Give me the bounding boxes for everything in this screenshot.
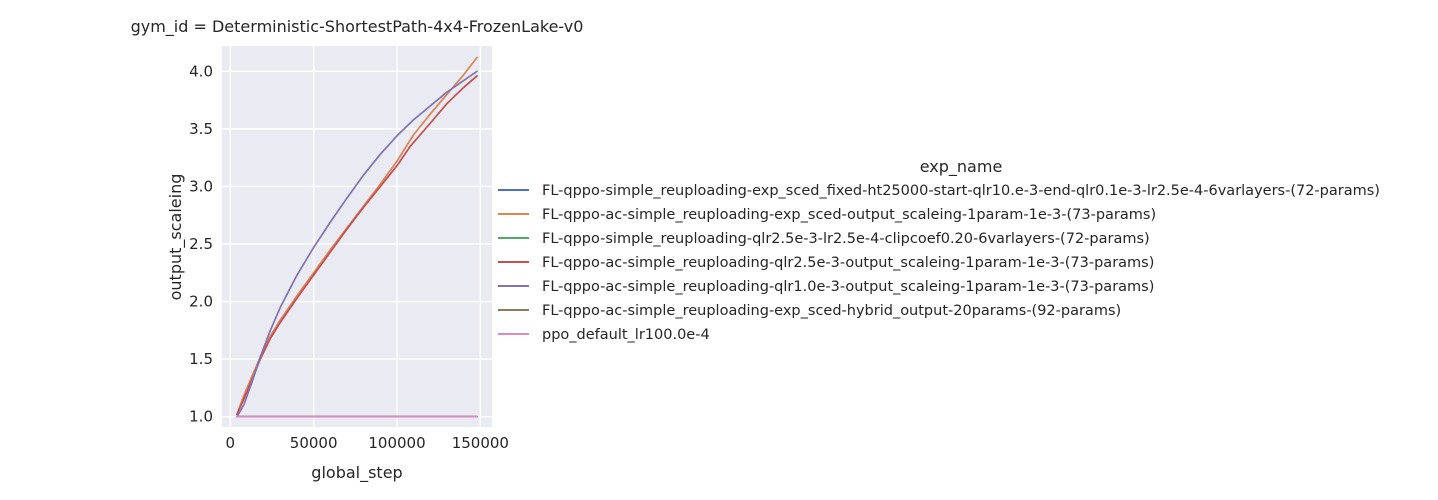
x-tick-label: 150000: [452, 434, 509, 452]
y-tick-label: 1.0: [189, 408, 213, 426]
y-tick-label: 3.5: [189, 120, 213, 138]
x-tick-label: 100000: [368, 434, 425, 452]
legend-item-label: ppo_default_lr100.0e-4: [542, 327, 710, 343]
plot-background: [222, 46, 492, 427]
chart-title: gym_id = Deterministic-ShortestPath-4x4-…: [131, 17, 584, 37]
legend-title: exp_name: [920, 157, 1003, 177]
legend-item-label: FL-qppo-ac-simple_reuploading-exp_sced-o…: [542, 207, 1156, 223]
x-tick-label: 0: [226, 434, 236, 452]
y-tick-label: 3.0: [189, 177, 213, 195]
legend-item-label: FL-qppo-ac-simple_reuploading-exp_sced-h…: [542, 303, 1121, 319]
legend-item-label: FL-qppo-simple_reuploading-qlr2.5e-3-lr2…: [542, 231, 1150, 247]
x-tick-label: 50000: [290, 434, 338, 452]
series-line: [236, 70, 478, 418]
legend-item-label: FL-qppo-ac-simple_reuploading-qlr1.0e-3-…: [542, 279, 1154, 295]
legend-item-label: FL-qppo-ac-simple_reuploading-qlr2.5e-3-…: [542, 255, 1154, 271]
legend-items: FL-qppo-simple_reuploading-exp_sced_fixe…: [498, 183, 1380, 343]
y-tick-label: 2.5: [189, 235, 213, 253]
x-axis-label: global_step: [311, 463, 402, 483]
series-lines: [236, 56, 478, 418]
y-tick-label: 1.5: [189, 350, 213, 368]
y-tick-label: 2.0: [189, 293, 213, 311]
y-tick-label: 4.0: [189, 62, 213, 80]
legend-item-label: FL-qppo-simple_reuploading-exp_sced_fixe…: [542, 183, 1380, 199]
tick-labels: 0 50000 100000 150000 1.0 1.5 2.0 2.5 3.0 3.5 4.0: [189, 62, 509, 452]
y-axis-label: output_scaleing: [166, 174, 186, 301]
legend: exp_name FL-qppo-simple_reuploading-exp_…: [498, 157, 1380, 343]
